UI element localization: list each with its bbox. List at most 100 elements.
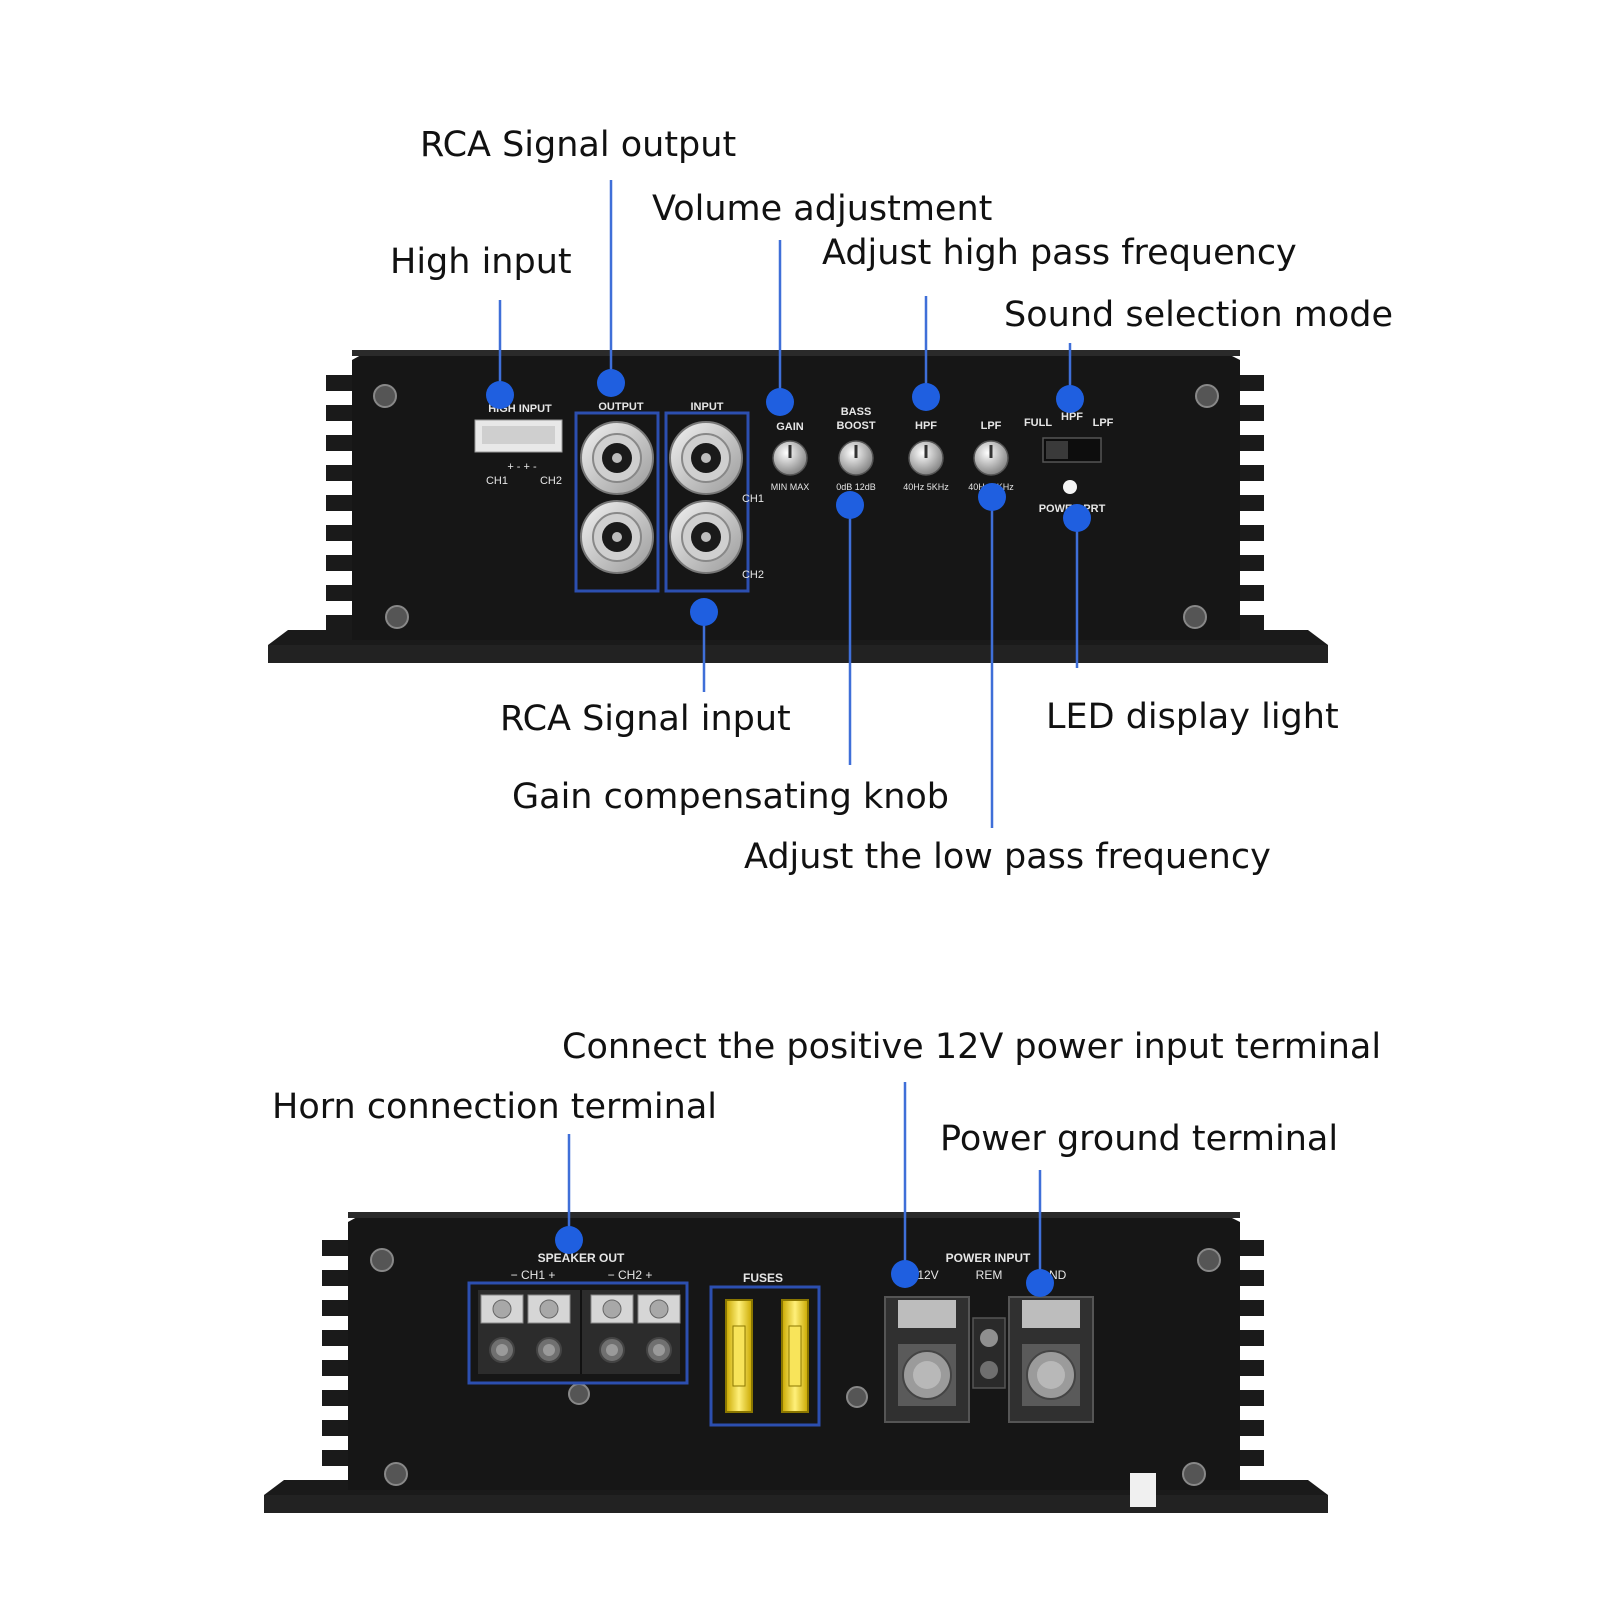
speaker-ch2-polarity-label: − CH2 +	[608, 1268, 653, 1282]
mode-full-label: FULL	[1024, 417, 1052, 429]
bottom-amplifier-panel: SPEAKER OUT − CH1 + − CH2 + FUSES POWER …	[264, 1212, 1328, 1513]
speaker-terminal-screw	[649, 1299, 669, 1319]
rca-jack[interactable]	[669, 500, 743, 574]
rca-jacks	[580, 421, 743, 574]
mode-lpf-label: LPF	[1093, 417, 1114, 429]
callout-dot-rca-input	[690, 598, 718, 626]
callout-high-pass: Adjust high pass frequency	[822, 233, 1297, 273]
callout-high-input: High input	[390, 242, 572, 282]
speaker-out-panel-label: SPEAKER OUT	[538, 1251, 625, 1265]
callout-positive-12v: Connect the positive 12V power input ter…	[562, 1027, 1382, 1067]
bottom-sticker	[1130, 1473, 1156, 1507]
callout-volume-adjustment: Volume adjustment	[652, 189, 993, 229]
sound-mode-switch-slider	[1046, 441, 1068, 459]
knobs-group	[772, 440, 1009, 476]
callout-ground-terminal: Power ground terminal	[940, 1119, 1339, 1159]
callout-dot-sound-mode	[1056, 385, 1084, 413]
speaker-terminal-post-center	[543, 1344, 555, 1356]
screw-icon	[1197, 1248, 1221, 1272]
power-input-panel-label: POWER INPUT	[946, 1251, 1031, 1265]
top-panel-bevel	[352, 350, 1240, 356]
lpf-knob[interactable]	[973, 440, 1009, 476]
bass-range-label: 0dB 12dB	[836, 482, 876, 492]
top-base-plate	[268, 645, 1328, 663]
callout-sound-mode: Sound selection mode	[1004, 295, 1394, 335]
speaker-terminal-block	[478, 1290, 681, 1374]
speaker-terminal-post-center	[496, 1344, 508, 1356]
speaker-ch1-polarity-label: − CH1 +	[511, 1268, 556, 1282]
screw-icon	[373, 384, 397, 408]
bass-boost-knob[interactable]	[838, 440, 874, 476]
power-gnd-terminal[interactable]	[1008, 1296, 1094, 1423]
callout-dot-led	[1063, 504, 1091, 532]
screw-icon	[1183, 605, 1207, 629]
gain-range-label: MIN MAX	[771, 482, 810, 492]
speaker-terminal[interactable]	[480, 1294, 524, 1363]
callout-dot-ground	[1026, 1269, 1054, 1297]
power-rem-terminal[interactable]	[972, 1317, 1006, 1389]
bottom-screws	[370, 1248, 1221, 1486]
screw-icon	[370, 1248, 394, 1272]
high-input-ch2-label: CH2	[540, 475, 562, 487]
rca-input-highlight-box	[664, 411, 750, 593]
callout-led-display: LED display light	[1046, 697, 1339, 737]
power-rem-label: REM	[976, 1268, 1003, 1282]
callout-dot-gain	[836, 491, 864, 519]
callout-gain-knob: Gain compensating knob	[512, 777, 950, 817]
callout-dot-horn	[555, 1226, 583, 1254]
top-panel-body	[352, 350, 1240, 640]
bass-panel-label-2: BOOST	[836, 420, 875, 432]
callout-dot-high-input	[486, 381, 514, 409]
bass-panel-label-1: BASS	[841, 406, 872, 418]
bottom-panel-bevel	[348, 1212, 1240, 1218]
rca-jack[interactable]	[580, 500, 654, 574]
led-indicator	[1063, 480, 1077, 494]
fuse-right[interactable]	[781, 1299, 809, 1413]
power-12v-label: 12V	[917, 1268, 938, 1282]
bottom-base-plate	[264, 1495, 1328, 1513]
gain-knob[interactable]	[772, 440, 808, 476]
callout-dot-positive-12v	[891, 1260, 919, 1288]
screw-icon	[1195, 384, 1219, 408]
fuses-panel-label: FUSES	[743, 1271, 783, 1285]
speaker-terminal[interactable]	[527, 1294, 571, 1363]
screw-icon	[385, 605, 409, 629]
hpf-knob[interactable]	[908, 440, 944, 476]
screw-icon	[846, 1386, 868, 1408]
gain-panel-label: GAIN	[776, 421, 804, 433]
rca-ch2-label: CH2	[742, 569, 764, 581]
callout-rca-output: RCA Signal output	[420, 125, 737, 165]
mode-hpf-label: HPF	[1061, 411, 1083, 423]
rca-output-panel-label: OUTPUT	[598, 401, 644, 413]
power-12v-terminal[interactable]	[884, 1296, 970, 1423]
callout-dot-low-pass	[978, 483, 1006, 511]
rca-output-highlight-box	[574, 411, 660, 593]
rca-input-panel-label: INPUT	[691, 401, 724, 413]
speaker-terminal[interactable]	[590, 1294, 634, 1363]
speaker-terminal-post-center	[653, 1344, 665, 1356]
fuse-left[interactable]	[725, 1299, 753, 1413]
rca-jack-pin	[701, 453, 711, 463]
callout-pointers	[486, 180, 1091, 1297]
callout-horn-terminal: Horn connection terminal	[272, 1087, 717, 1127]
rca-jack-pin	[701, 532, 711, 542]
speaker-terminal-screw	[602, 1299, 622, 1319]
callout-dot-volume	[766, 388, 794, 416]
screw-icon	[568, 1383, 590, 1405]
speaker-terminal[interactable]	[637, 1294, 681, 1363]
screw-icon	[384, 1462, 408, 1486]
rca-jack[interactable]	[669, 421, 743, 495]
fuses-highlight-box	[709, 1285, 821, 1427]
high-input-ch1-label: CH1	[486, 475, 508, 487]
callout-dot-high-pass	[912, 383, 940, 411]
lpf-panel-label: LPF	[981, 420, 1002, 432]
rca-jack-pin	[612, 532, 622, 542]
hpf-range-label: 40Hz 5KHz	[903, 482, 949, 492]
screw-icon	[1182, 1462, 1206, 1486]
horn-terminal-highlight-box	[467, 1281, 689, 1385]
speaker-terminal-post-center	[606, 1344, 618, 1356]
hpf-panel-label: HPF	[915, 420, 937, 432]
rca-jack[interactable]	[580, 421, 654, 495]
